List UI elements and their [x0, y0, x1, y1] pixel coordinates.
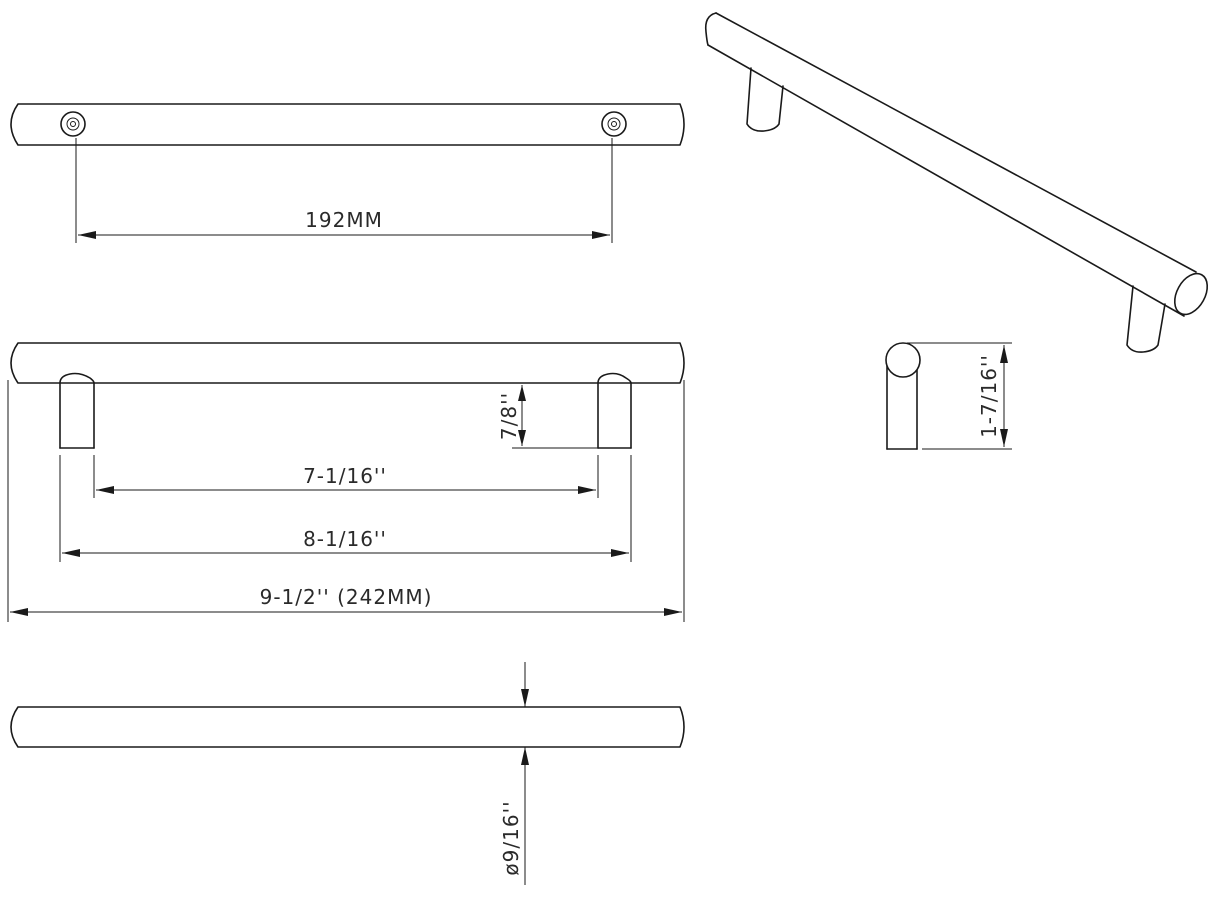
isometric-view — [704, 12, 1209, 353]
outer-span-label: 8-1/16'' — [303, 527, 387, 551]
projection-label: 1-7/16'' — [977, 354, 1001, 438]
front-view: 7/8'' 7-1/16'' 8-1/16'' 9-1/2'' (242MM) — [7, 342, 685, 622]
top-view: 192MM — [10, 103, 685, 243]
mounting-hole-left — [60, 111, 86, 137]
bottom-view: ø9/16'' — [10, 662, 685, 885]
bar-diameter-label: ø9/16'' — [499, 800, 523, 875]
mounting-hole-right — [601, 111, 627, 137]
post-right — [597, 372, 632, 449]
post-left — [59, 372, 95, 449]
overall-length-label: 9-1/2'' (242MM) — [260, 585, 433, 609]
side-view: 1-7/16'' — [885, 342, 1012, 450]
post-height-label: 7/8'' — [497, 392, 521, 440]
inner-span-label: 7-1/16'' — [303, 464, 387, 488]
hole-spacing-label: 192MM — [305, 208, 383, 232]
